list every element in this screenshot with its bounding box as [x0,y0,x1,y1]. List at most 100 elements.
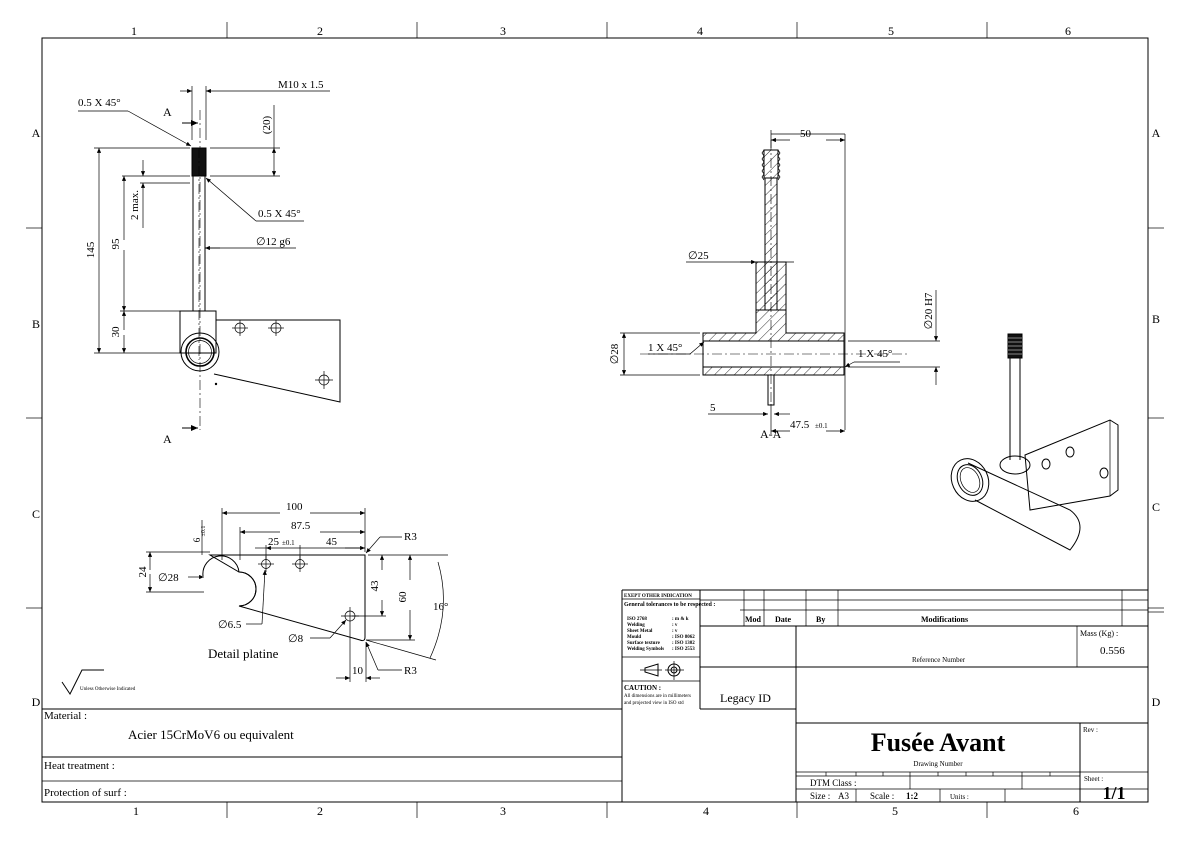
dim-total-height: 145 [85,241,97,258]
dim-detail-43: 43 [369,580,381,592]
dim-section-5: 5 [710,402,716,414]
dim-section-50: 50 [800,128,812,140]
dim-chamfer-left: 1 X 45° [648,342,682,354]
dim-detail-d8: ∅8 [288,633,304,645]
detail-platine: 100 87.5 25 ±0.1 45 6 ±0.1 24 ∅28 [137,501,448,682]
tol-value: : ISO 8062 [672,635,695,640]
row-label: D [1152,695,1161,709]
projection-symbol [640,661,684,680]
col-label: 3 [500,804,506,818]
tol-value: : v [672,623,678,628]
tol-value: : m & k [672,617,689,622]
section-mark-a-top: A [163,105,172,119]
row-label: D [32,695,41,709]
dim-detail-r3-bottom: R3 [404,665,417,677]
dim-detail-d65: ∅6.5 [218,619,242,631]
general-tolerances: General tolerances to be respected : [624,602,715,608]
dim-2max: 2 max. [129,190,141,220]
column-labels-top: 1 2 3 4 5 6 [131,24,1071,38]
rev-header-date: Date [775,615,791,624]
drawing-number-label: Drawing Number [913,760,963,768]
dim-section-d25: ∅25 [688,250,709,262]
general-header: EXEPT OTHER INDICATION [624,594,692,599]
scale-value: 1:2 [906,791,918,801]
size-label: Size : [810,791,830,801]
dim-detail-24: 24 [137,566,149,578]
section-title: A-A [760,427,782,441]
row-labels-right: A B C D [1152,126,1161,709]
detail-title: Detail platine [208,646,279,661]
material-value: Acier 15CrMoV6 ou equivalent [128,727,294,742]
scale-label: Scale : [870,791,894,801]
col-label: 2 [317,24,323,38]
col-label: 3 [500,24,506,38]
protection-label: Protection of surf : [44,787,127,799]
col-label: 5 [892,804,898,818]
dim-detail-10: 10 [352,665,364,677]
drawing-title: Fusée Avant [871,728,1006,757]
mass-label: Mass (Kg) : [1080,629,1118,638]
tol-value: : v [672,629,678,634]
caution-text-1: All dimensions are in millimeters [624,694,691,699]
col-label: 1 [133,804,139,818]
row-label: A [1152,126,1161,140]
caution-text-2: and projected view in ISO std [624,701,684,706]
surface-note: Unless Otherwise Indicated [80,687,136,692]
rev-header-mod: Mod [745,615,762,624]
surface-finish-symbol: Unless Otherwise Indicated [61,669,136,695]
dim-section-d28: ∅28 [609,343,621,364]
dim-chamfer-top: 0.5 X 45° [78,97,121,109]
dim-detail-r3-top: R3 [404,531,417,543]
isometric-view [950,333,1119,551]
rev-header-by: By [816,615,825,624]
units-label: Units : [950,793,969,801]
tol-detail-25: ±0.1 [282,539,295,547]
dim-shaft-length: 95 [110,238,122,250]
section-view-aa: 50 ∅25 ∅28 ∅20 H7 1 X 45° 1 X 45° 5 [609,128,940,441]
tol-detail-6: ±0.1 [201,526,207,537]
dim-thread: M10 x 1.5 [278,79,324,91]
row-label: C [32,507,40,521]
col-label: 4 [703,804,709,818]
col-label: 2 [317,804,323,818]
row-label: A [32,126,41,140]
title-block: Material : Acier 15CrMoV6 ou equivalent … [42,589,1164,803]
col-label: 6 [1065,24,1071,38]
dtm-class-label: DTM Class : [810,778,857,788]
rev-label: Rev : [1083,726,1098,734]
dim-chamfer-shaft: 0.5 X 45° [258,208,301,220]
mass-value: 0.556 [1100,645,1125,657]
reference-number-label: Reference Number [912,656,966,664]
dim-chamfer-right: 1 X 45° [858,348,892,360]
dim-section-d20: ∅20 H7 [923,292,935,329]
col-label: 5 [888,24,894,38]
sheet-value: 1/1 [1102,783,1125,803]
material-label: Material : [44,710,87,722]
dim-detail-875: 87.5 [291,520,311,532]
legacy-id: Legacy ID [720,691,771,705]
dim-detail-100: 100 [286,501,303,513]
tol-name: ISO 2768 [627,617,647,622]
col-label: 6 [1073,804,1079,818]
size-value: A3 [838,791,849,801]
tol-value: : ISO 1302 [672,641,695,646]
tol-name: Sheet Metal [627,629,653,634]
sheet-border [26,22,1164,818]
section-mark-a-bottom: A [163,432,172,446]
col-label: 1 [131,24,137,38]
heat-treatment-label: Heat treatment : [44,760,115,772]
row-label: C [1152,500,1160,514]
dim-detail-6: 6 [192,537,202,542]
dim-detail-60: 60 [397,591,409,603]
tol-value: : ISO 2553 [672,647,695,652]
sheet-label: Sheet : [1084,775,1103,783]
dim-shaft-diameter: ∅12 g6 [256,236,291,248]
dim-detail-25: 25 [268,536,280,548]
caution-title: CAUTION : [624,684,661,692]
tol-section-475: ±0.1 [815,422,828,430]
col-label: 4 [697,24,703,38]
column-labels-bottom: 1 2 3 4 5 6 [133,804,1079,818]
tol-name: Welding Symbols [627,647,664,652]
row-label: B [32,317,40,331]
